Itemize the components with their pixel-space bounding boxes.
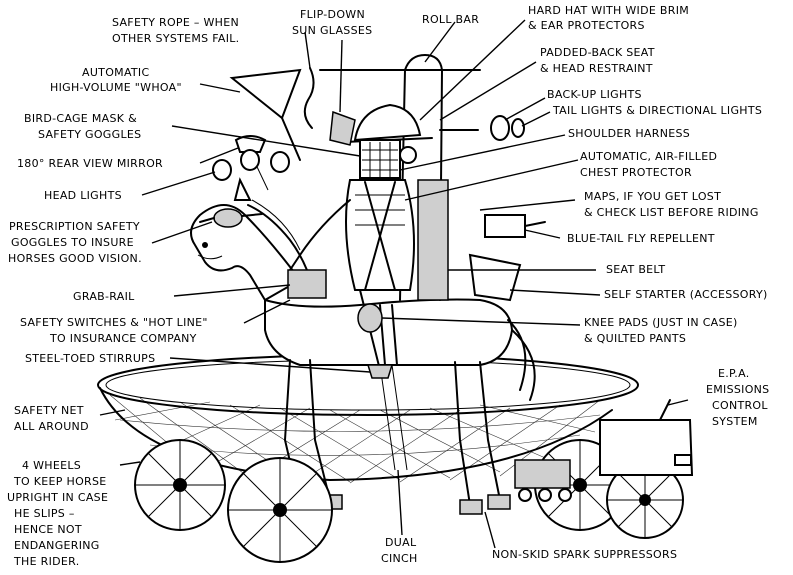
label-whoa-2: HIGH-VOLUME "WHOA" xyxy=(50,81,182,94)
wheels xyxy=(134,439,684,563)
label-switches-1: SAFETY SWITCHES & "HOT LINE" xyxy=(20,316,208,329)
label-chest-1: AUTOMATIC, AIR-FILLED xyxy=(580,150,717,163)
label-stirrups: STEEL-TOED STIRRUPS xyxy=(25,352,155,365)
label-wheels-4: HE SLIPS – xyxy=(14,507,75,520)
callout-labels: SAFETY ROPE – WHEN OTHER SYSTEMS FAIL. F… xyxy=(7,4,769,568)
label-shoulder-harness: SHOULDER HARNESS xyxy=(568,127,690,140)
label-seat-1: PADDED-BACK SEAT xyxy=(540,46,655,59)
label-safety-rope-1: SAFETY ROPE – WHEN xyxy=(112,16,239,29)
label-grab-rail: GRAB-RAIL xyxy=(73,290,135,303)
label-epa-3: CONTROL xyxy=(712,399,768,412)
horse-drawing xyxy=(97,54,694,563)
label-self-starter: SELF STARTER (ACCESSORY) xyxy=(604,288,768,301)
label-switches-2: TO INSURANCE COMPANY xyxy=(49,332,197,345)
label-seat-belt: SEAT BELT xyxy=(606,263,665,276)
label-birdcage-1: BIRD-CAGE MASK & xyxy=(24,112,137,125)
label-repellent: BLUE-TAIL FLY REPELLENT xyxy=(567,232,715,245)
label-maps-2: & CHECK LIST BEFORE RIDING xyxy=(584,206,759,219)
label-cinch-1: DUAL xyxy=(385,536,417,549)
label-safety-rope-2: OTHER SYSTEMS FAIL. xyxy=(112,32,239,45)
label-wheels-5: HENCE NOT xyxy=(14,523,82,536)
label-rear-view-mirror: 180° REAR VIEW MIRROR xyxy=(17,157,163,170)
label-chest-2: CHEST PROTECTOR xyxy=(580,166,692,179)
label-whoa-1: AUTOMATIC xyxy=(82,66,149,79)
label-net-2: ALL AROUND xyxy=(14,420,89,433)
label-wheels-1: 4 WHEELS xyxy=(22,459,81,472)
label-hard-hat-2: & EAR PROTECTORS xyxy=(528,19,645,32)
label-wheels-7: THE RIDER. xyxy=(13,555,80,568)
label-sunglasses-2: SUN GLASSES xyxy=(292,24,372,37)
label-goggles-1: PRESCRIPTION SAFETY xyxy=(9,220,140,233)
label-epa-4: SYSTEM xyxy=(712,415,758,428)
label-epa-2: EMISSIONS xyxy=(706,383,769,396)
label-net-1: SAFETY NET xyxy=(14,404,84,417)
label-wheels-2: TO KEEP HORSE xyxy=(13,475,107,488)
label-goggles-2: GOGGLES TO INSURE xyxy=(11,236,134,249)
label-head-lights: HEAD LIGHTS xyxy=(44,189,122,202)
epa-trailer xyxy=(514,399,694,502)
label-wheels-6: ENDANGERING xyxy=(14,539,100,552)
label-seat-2: & HEAD RESTRAINT xyxy=(540,62,653,75)
leader-lines xyxy=(99,19,689,549)
label-goggles-3: HORSES GOOD VISION. xyxy=(8,252,142,265)
label-knee-pads-2: & QUILTED PANTS xyxy=(584,332,686,345)
label-wheels-3: UPRIGHT IN CASE xyxy=(7,491,108,504)
rider-figure xyxy=(287,103,433,379)
label-lights-2: TAIL LIGHTS & DIRECTIONAL LIGHTS xyxy=(552,104,762,117)
label-lights-1: BACK-UP LIGHTS xyxy=(547,88,642,101)
label-knee-pads-1: KNEE PADS (JUST IN CASE) xyxy=(584,316,738,329)
label-hard-hat-1: HARD HAT WITH WIDE BRIM xyxy=(528,4,689,17)
front-gear xyxy=(212,67,356,191)
label-sunglasses-1: FLIP-DOWN xyxy=(300,8,365,21)
label-maps-1: MAPS, IF YOU GET LOST xyxy=(584,190,721,203)
label-epa-1: E.P.A. xyxy=(718,367,750,380)
label-birdcage-2: SAFETY GOGGLES xyxy=(38,128,141,141)
label-roll-bar: ROLL BAR xyxy=(422,13,479,26)
label-cinch-2: CINCH xyxy=(381,552,418,565)
roll-bar-frame xyxy=(319,54,546,302)
label-spark-suppressors: NON-SKID SPARK SUPPRESSORS xyxy=(492,548,677,561)
